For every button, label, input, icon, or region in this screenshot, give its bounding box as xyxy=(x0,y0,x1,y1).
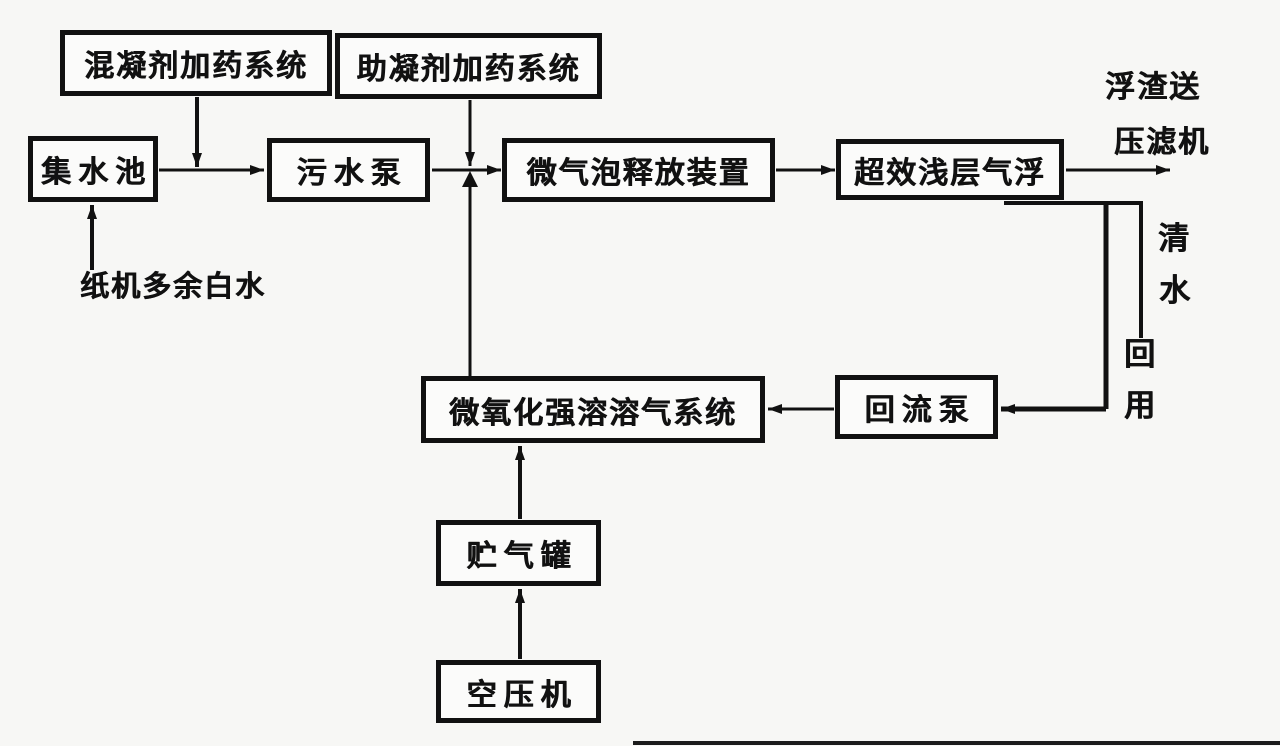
node-sewage-pump: 污水泵 xyxy=(267,138,430,202)
label-paper-machine-white-water: 纸机多余白水 xyxy=(80,269,267,303)
node-shallow-daf: 超效浅层气浮 xyxy=(836,139,1064,200)
label-clean-water-char2: 水 xyxy=(1159,273,1192,309)
scan-artifact-line xyxy=(633,741,1280,745)
label-scum-to-filter-press-line1: 浮渣送 xyxy=(1105,70,1201,105)
label-reuse-char1: 回 xyxy=(1124,337,1157,373)
line-clean-water-recycle xyxy=(1001,201,1143,414)
node-reflux-pump: 回流泵 xyxy=(835,375,998,439)
label-clean-water-char1: 清 xyxy=(1158,221,1191,257)
line-dissolved-air-to-junction xyxy=(462,171,478,377)
node-dissolved-air-system: 微氧化强溶溶气系统 xyxy=(421,376,765,443)
node-coagulant-dosing-system: 混凝剂加药系统 xyxy=(60,30,332,96)
label-scum-to-filter-press-line2: 压滤机 xyxy=(1114,125,1210,160)
node-collecting-tank: 集水池 xyxy=(28,136,158,202)
node-micro-bubble-release-device: 微气泡释放装置 xyxy=(502,138,775,202)
node-flocculant-dosing-system: 助凝剂加药系统 xyxy=(335,33,602,99)
label-reuse-char2: 用 xyxy=(1124,388,1157,424)
node-gas-storage-tank: 贮气罐 xyxy=(436,520,601,586)
node-air-compressor: 空压机 xyxy=(436,660,601,723)
